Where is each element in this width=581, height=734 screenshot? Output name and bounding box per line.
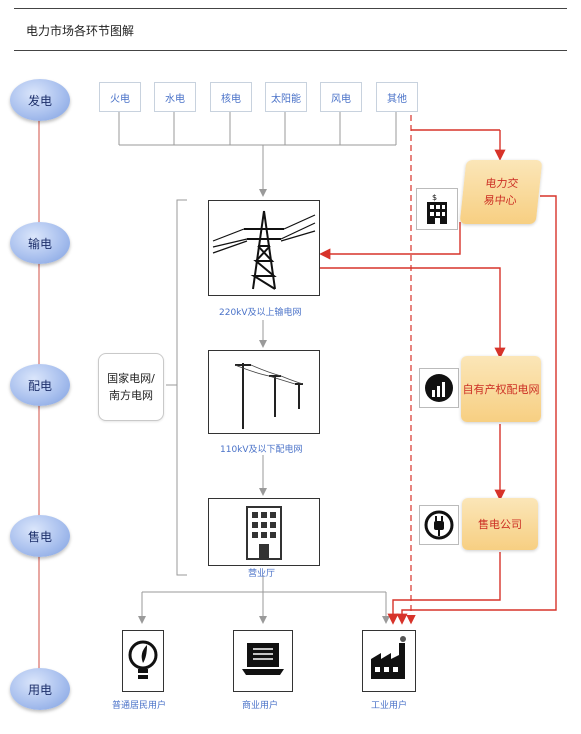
- power-plug-icon: [424, 510, 454, 540]
- industrial-user-label: 工业用户: [371, 701, 408, 711]
- self-owned-grid-box: 自有产权配电网: [461, 356, 541, 422]
- retail-icon-box: [419, 505, 459, 545]
- commercial-user-icon-box: [233, 630, 293, 692]
- title-rule: [14, 50, 567, 51]
- factory-icon: [371, 636, 406, 679]
- stage-retail: 售电: [10, 515, 70, 557]
- gen-nuclear: 核电: [210, 82, 252, 112]
- retail-company-label: 售电公司: [478, 518, 522, 531]
- trading-building-icon: $: [427, 193, 447, 224]
- stage-generation: 发电: [10, 79, 70, 121]
- grid-company-label: 国家电网/南方电网: [107, 372, 155, 402]
- distribution-caption: 110kV及以下配电网: [220, 445, 303, 455]
- industrial-user-icon-box: [362, 630, 416, 692]
- stage-transmission: 输电: [10, 222, 70, 264]
- gen-thermal: 火电: [99, 82, 141, 112]
- commercial-user-label: 商业用户: [242, 701, 279, 711]
- sales-hall-caption: 营业厅: [248, 569, 276, 579]
- stage-consumption: 用电: [10, 668, 70, 710]
- trading-building-icon-box: $: [416, 188, 458, 230]
- top-rule: [14, 8, 567, 9]
- transmission-caption: 220kV及以上输电网: [219, 308, 302, 318]
- transmission-tower-icon: [212, 210, 316, 290]
- bar-chart-circle-icon: [425, 374, 453, 402]
- grid-company-box: 国家电网/南方电网: [98, 353, 164, 421]
- transmission-tower-box: [208, 200, 320, 296]
- distribution-pole-box: [208, 350, 320, 434]
- office-building-icon: [246, 506, 282, 560]
- gen-hydro: 水电: [154, 82, 196, 112]
- resident-user-icon-box: [122, 630, 164, 692]
- stage-distribution: 配电: [10, 364, 70, 406]
- self-owned-grid-label: 自有产权配电网: [462, 383, 540, 396]
- sales-hall-box: [208, 498, 320, 566]
- gen-wind: 风电: [320, 82, 362, 112]
- figure-title: 电力市场各环节图解: [26, 24, 135, 38]
- self-grid-icon-box: [419, 368, 459, 408]
- distribution-pole-icon: [234, 363, 304, 429]
- trading-center-box: 电力交易中心: [459, 160, 543, 224]
- gen-other: 其他: [376, 82, 418, 112]
- svg-text:$: $: [432, 193, 437, 202]
- trading-center-label: 电力交易中心: [482, 177, 520, 207]
- lightbulb-leaf-icon: [128, 640, 158, 679]
- laptop-icon: [242, 643, 284, 675]
- retail-company-box: 售电公司: [462, 498, 538, 550]
- resident-user-label: 普通居民用户: [112, 701, 167, 711]
- gen-solar: 太阳能: [265, 82, 307, 112]
